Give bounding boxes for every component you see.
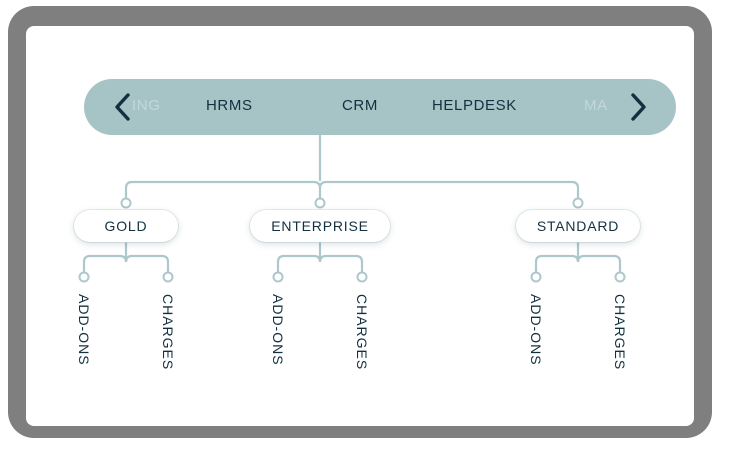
module-tabbar[interactable]: ING HRMS CRM HELPDESK MA [84,79,676,135]
leaf-standard-add-ons[interactable]: ADD-ONS [528,294,544,366]
leaf-standard-charges[interactable]: CHARGES [612,294,628,371]
tabs-track: ING HRMS CRM HELPDESK MA [84,79,676,135]
device-frame: ING HRMS CRM HELPDESK MA [8,6,712,438]
node-enterprise[interactable]: ENTERPRISE [250,210,390,242]
leaf-gold-charges[interactable]: CHARGES [160,294,176,371]
node-standard[interactable]: STANDARD [516,210,640,242]
screen-panel: ING HRMS CRM HELPDESK MA [26,26,694,426]
leaf-enterprise-add-ons[interactable]: ADD-ONS [270,294,286,366]
chevron-left-icon[interactable] [100,79,144,135]
leaf-gold-add-ons[interactable]: ADD-ONS [76,294,92,366]
chevron-right-icon[interactable] [616,79,660,135]
tab-billing[interactable]: ING [132,97,161,114]
tab-helpdesk[interactable]: HELPDESK [432,97,517,114]
node-gold[interactable]: GOLD [74,210,178,242]
leaf-enterprise-charges[interactable]: CHARGES [354,294,370,371]
tab-hrms[interactable]: HRMS [206,97,253,114]
tab-marketing[interactable]: MA [584,97,608,114]
tab-crm[interactable]: CRM [342,97,378,114]
